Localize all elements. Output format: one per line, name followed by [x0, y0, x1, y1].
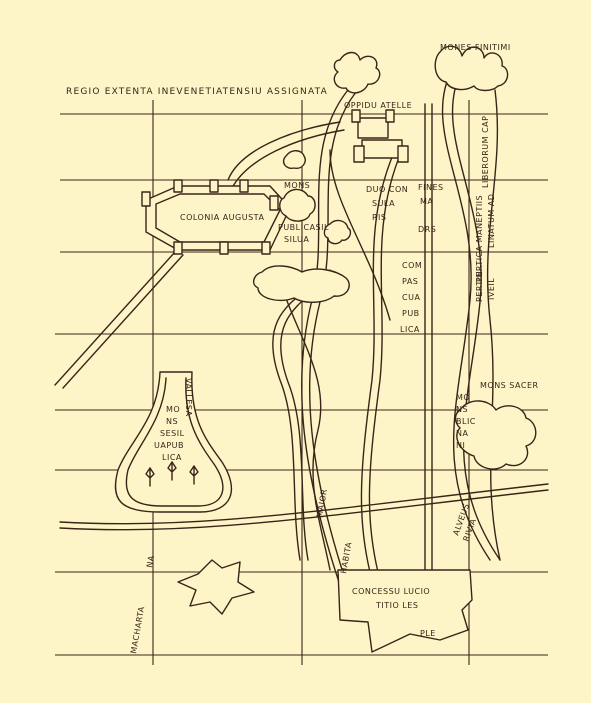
publica-silva-label: PUBLICASIL — [278, 223, 329, 232]
valle-side-label: VALLESA — [184, 378, 193, 417]
valle-label-2: NS — [166, 417, 178, 426]
right-label-3: LINATUM AD — [487, 194, 496, 248]
oppidum-label: OPPIDU ATELLE — [344, 101, 412, 110]
compascua-label-4: PUB — [402, 309, 420, 318]
valle-label-3: SESIL — [160, 429, 185, 438]
ager-label-2: TITIO LES — [375, 601, 418, 610]
na-label: NA — [145, 554, 156, 568]
right-label-5: IVEIL — [487, 278, 496, 300]
montes-finitimi-label: MONES FINITIMI — [440, 43, 511, 52]
ple-label: PLE — [420, 629, 436, 638]
duo-consularis-label: DUO CON — [366, 185, 408, 194]
mountains-finitimi — [333, 45, 509, 94]
duo-consularis-label-3: RIS — [372, 213, 387, 222]
fines-label: FINES — [418, 183, 444, 192]
fines-label-2: MA — [420, 197, 433, 206]
diagonal-road — [54, 251, 184, 389]
colonia-label: COLONIA AUGUSTA — [180, 213, 264, 222]
mons-silva — [252, 150, 352, 303]
mons-ne-label-2: NS — [456, 405, 468, 414]
mons-sacer-label: MONS SACER — [480, 381, 539, 390]
right-label-4: PERTIN — [475, 271, 484, 302]
mons-ne-label-5: NI — [456, 441, 465, 450]
right-label-1: LIBERORUM CAP — [481, 116, 490, 188]
publica-silva-label-2: SILUA — [284, 235, 309, 244]
ager-concessus — [337, 569, 473, 653]
cross-plot — [177, 559, 255, 615]
ager-label-1: CONCESSU LUCIO — [352, 587, 430, 596]
compascua-label-5: LICA — [400, 325, 420, 334]
mons-ne-label-1: MO — [456, 393, 470, 402]
compascua-label-2: PAS — [402, 277, 418, 286]
valle-label-5: LICA — [162, 453, 182, 462]
title-label: REGIO EXTENTA INEVENETIATENSIU ASSIGNATA — [66, 87, 328, 97]
fines-label-3: DRS — [418, 225, 436, 234]
vallis-publica — [114, 371, 232, 513]
valle-label-4: UAPUB — [154, 441, 184, 450]
mons-label: MONS — [284, 181, 310, 190]
cardo-road — [424, 103, 433, 605]
right-label-2: PERTICA MANEPTIIS — [475, 195, 484, 282]
colonia-augusta-walls — [141, 179, 291, 255]
duo-consularis-label-2: SULA — [372, 199, 395, 208]
compascua-label-1: COM — [402, 261, 422, 270]
compascua-label-3: CUA — [402, 293, 420, 302]
mons-ne-label-4: NA — [456, 429, 468, 438]
mons-sacer — [454, 400, 537, 470]
valle-label-1: MO — [166, 405, 180, 414]
oppidum-atella — [351, 109, 409, 163]
mons-ne-label-3: BLIC — [456, 417, 476, 426]
